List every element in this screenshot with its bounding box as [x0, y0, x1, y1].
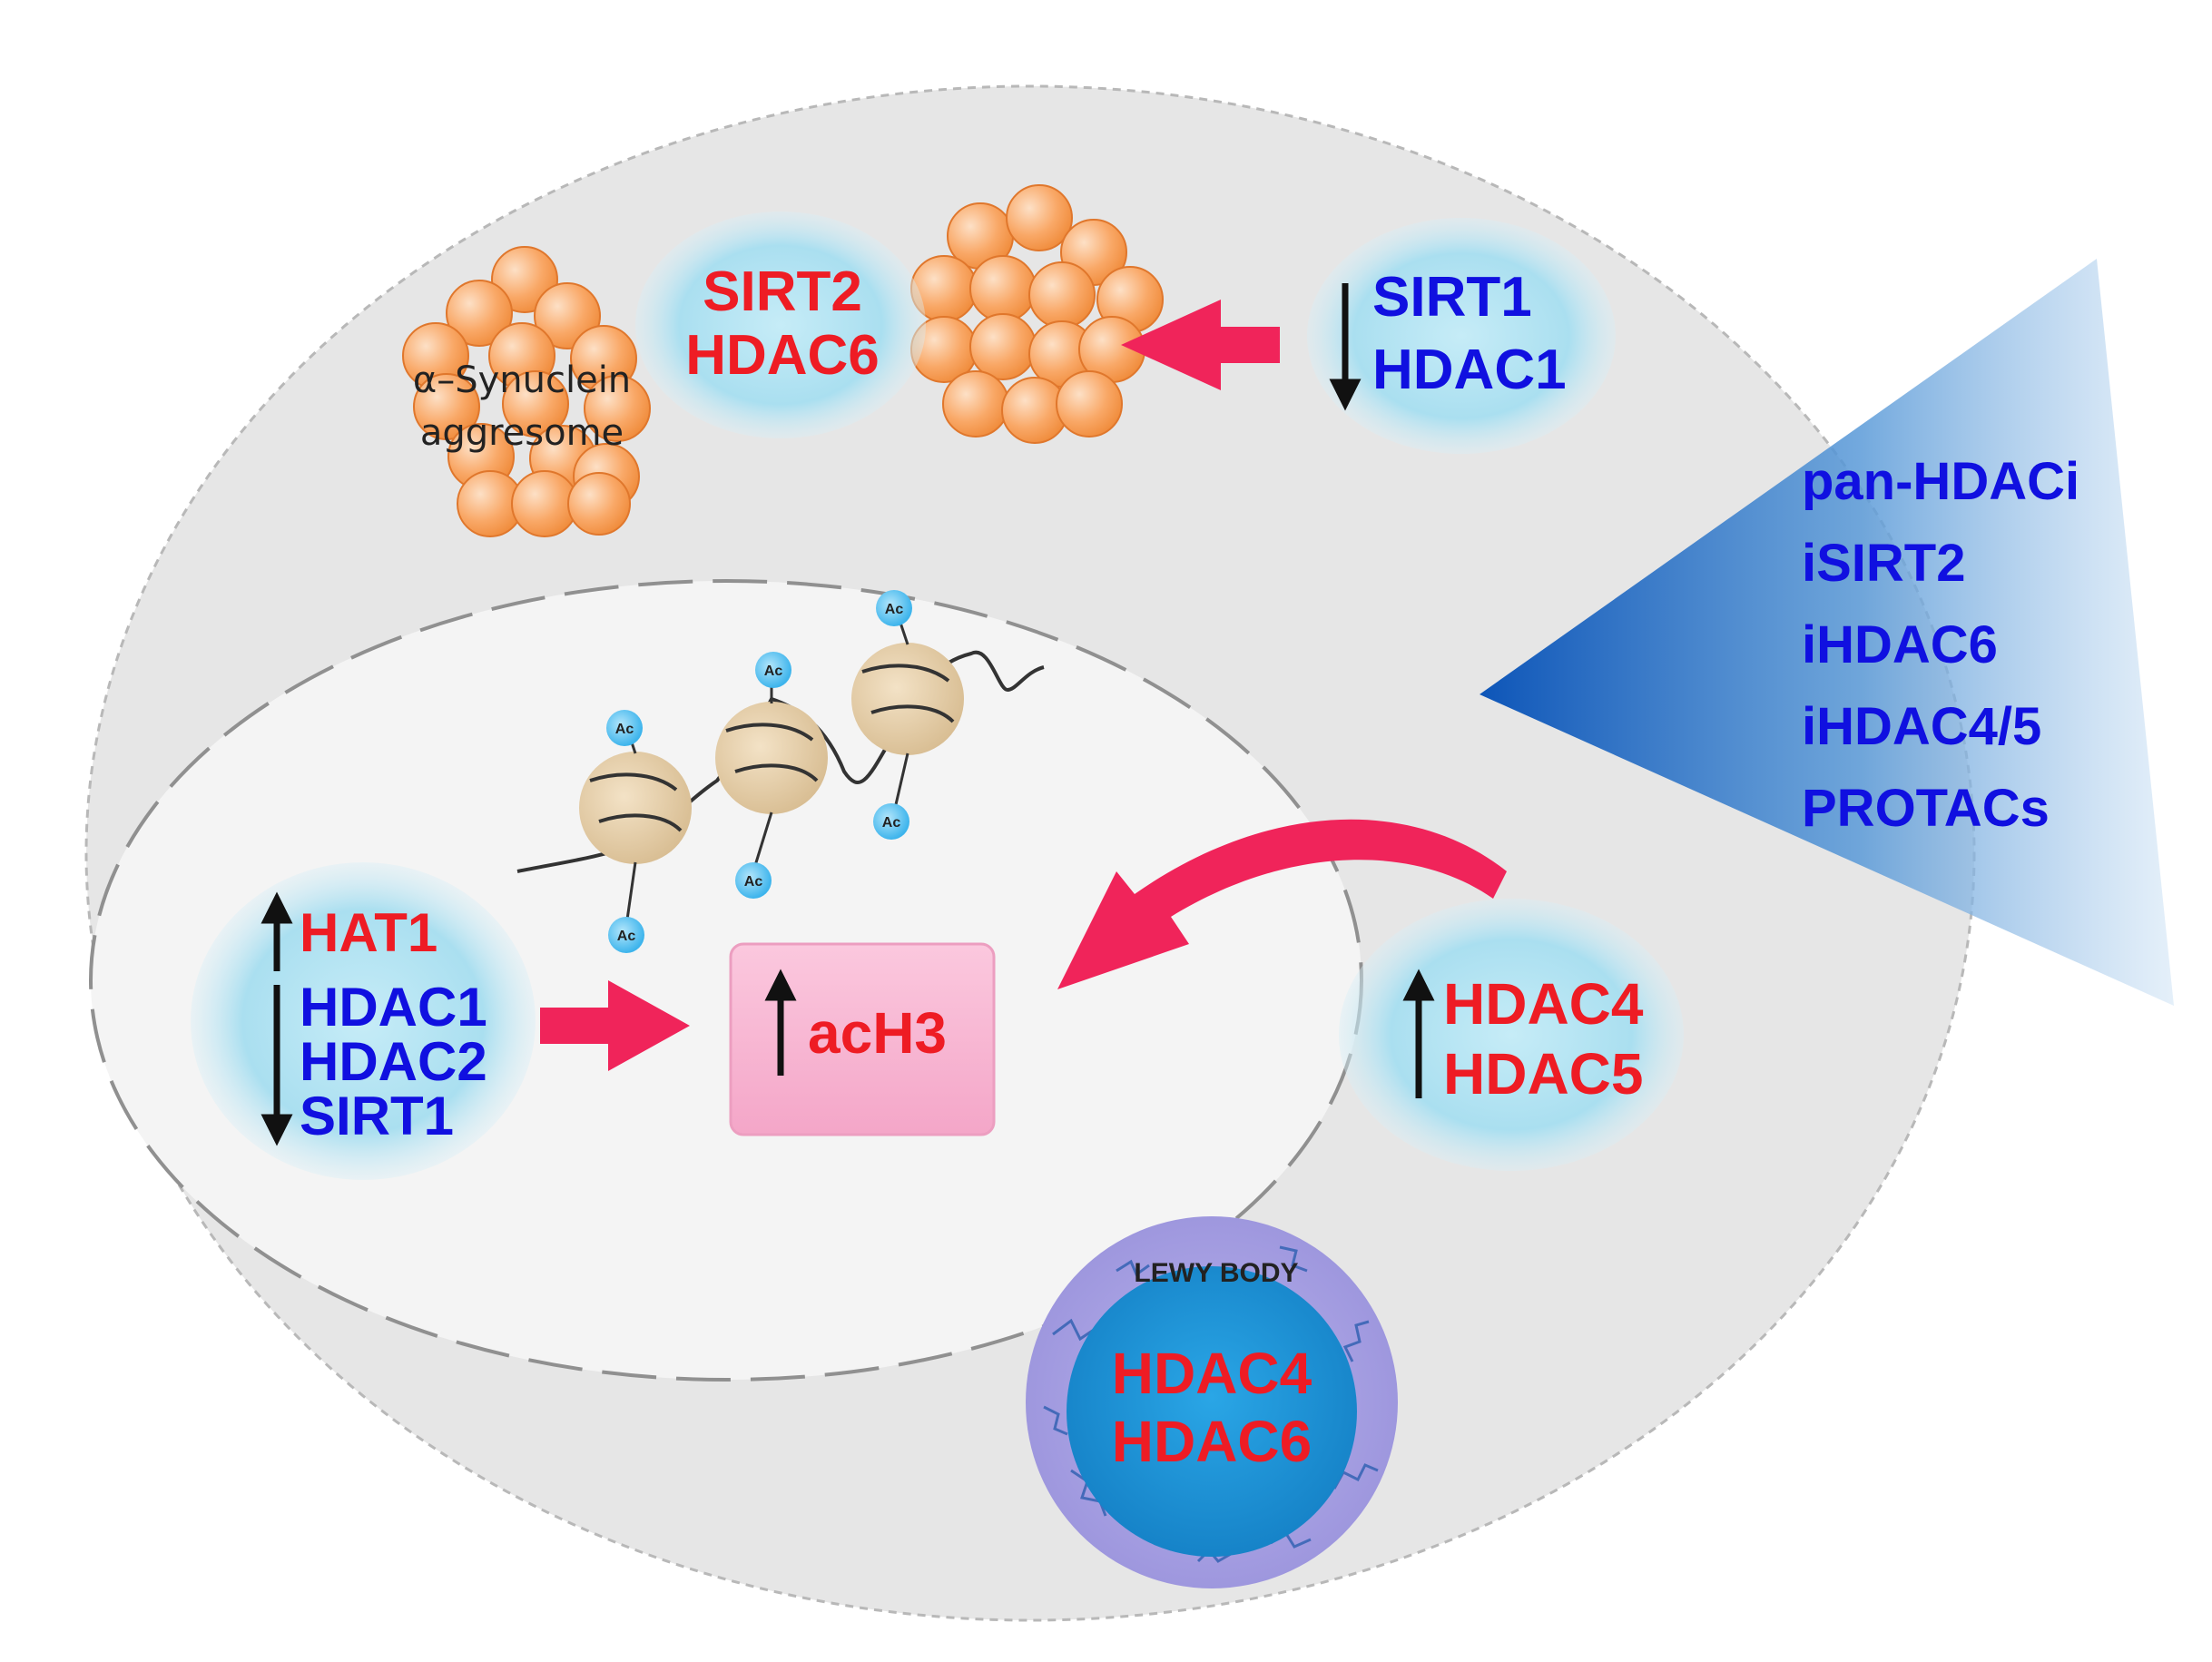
acetyl-tag-label: Ac [617, 929, 636, 944]
bubble-sirt1-hdac1 [1307, 218, 1616, 454]
acetyl-tag [606, 710, 643, 746]
label-hdac4-lewy: HDAC4 [1112, 1341, 1312, 1406]
acetyl-tag-label: Ac [882, 815, 901, 831]
therapy-pan-hdaci: pan-HDACi [1802, 452, 2079, 511]
curved-arrow-hdac45-to-ach3 [1057, 819, 1507, 989]
aggresome-label-line1: α–Synuclein [413, 359, 631, 401]
label-ach3: acH3 [808, 1000, 947, 1066]
aggresome-label-line2: aggresome [420, 412, 624, 454]
therapy-protacs: PROTACs [1802, 779, 2050, 838]
acetyl-tag [873, 803, 909, 840]
acetyl-tag-label: Ac [885, 602, 904, 617]
therapy-ihdac6: iHDAC6 [1802, 615, 1998, 674]
label-hdac1-top: HDAC1 [1372, 339, 1567, 401]
label-hdac2-nucleus: HDAC2 [300, 1031, 487, 1092]
arrow-hat1-to-ach3 [540, 980, 690, 1071]
label-sirt1-top: SIRT1 [1372, 266, 1532, 329]
label-hat1: HAT1 [300, 902, 437, 963]
bubble-hdac4-hdac5 [1339, 899, 1684, 1171]
label-hdac1-nucleus: HDAC1 [300, 977, 487, 1038]
label-hdac6-top: HDAC6 [685, 324, 880, 387]
acetyl-tag-label: Ac [615, 722, 634, 737]
therapy-wedge [1480, 259, 2174, 1006]
label-sirt1-nucleus: SIRT1 [300, 1086, 454, 1146]
therapy-isirt2: iSIRT2 [1802, 534, 1966, 593]
lewy-body-core [1067, 1266, 1357, 1557]
chromatin-fiber [516, 616, 1045, 927]
bubble-sirt2-hdac6 [635, 211, 926, 438]
aggresome-cluster [402, 246, 651, 537]
therapy-ihdac4-5: iHDAC4/5 [1802, 697, 2041, 756]
label-sirt2: SIRT2 [703, 261, 862, 323]
ach3-box [729, 942, 996, 1136]
acetyl-tag [735, 862, 772, 899]
label-hdac6-lewy: HDAC6 [1112, 1409, 1312, 1474]
acetyl-tags: Ac Ac Ac Ac Ac Ac [606, 590, 912, 953]
label-hdac5-right: HDAC5 [1443, 1041, 1643, 1106]
acetyl-tag-label: Ac [744, 874, 763, 890]
arrow-sirt1-to-aggregate [1121, 300, 1280, 390]
acetyl-tag-label: Ac [764, 664, 783, 679]
lewy-body-title: LEWY BODY [1134, 1258, 1298, 1288]
acetyl-tag [755, 652, 791, 688]
label-hdac4-right: HDAC4 [1443, 971, 1644, 1037]
acetyl-tag [876, 590, 912, 626]
acetyl-tag [608, 917, 644, 953]
